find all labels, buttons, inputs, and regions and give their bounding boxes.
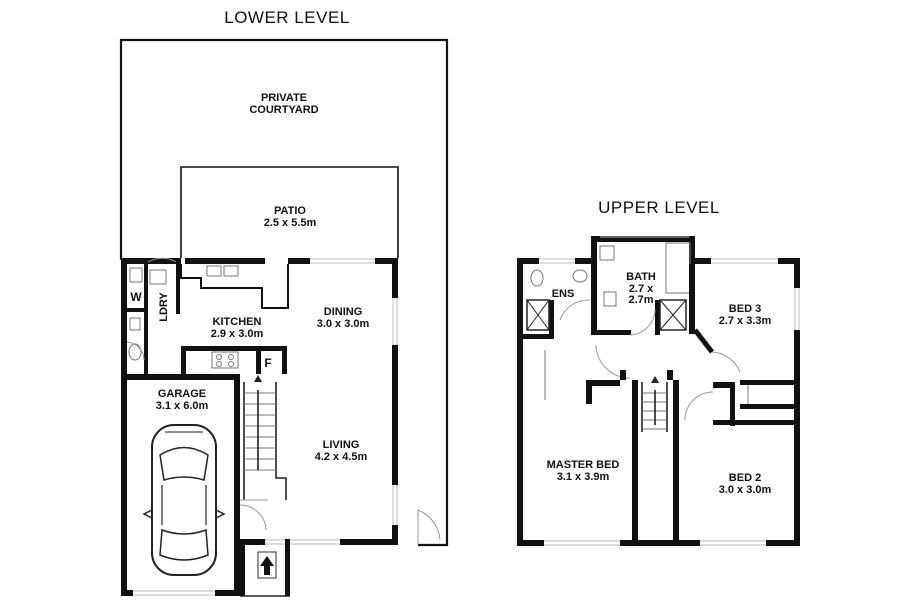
laundry-label: LDRY <box>158 292 170 322</box>
living-label: LIVING <box>323 439 360 451</box>
stairs-icon <box>641 376 668 432</box>
living-size: 4.2 x 4.5m <box>315 451 368 463</box>
patio-size: 2.5 x 5.5m <box>264 217 317 229</box>
courtyard-label-line1: PRIVATE <box>261 92 307 104</box>
fridge-label: F <box>264 356 271 370</box>
garage-size: 3.1 x 6.0m <box>156 400 209 412</box>
entry-arrow-icon <box>257 551 277 579</box>
bath-size-line1: 2.7 x <box>629 283 654 295</box>
bath-size-line2: 2.7m <box>628 294 653 306</box>
dining-label: DINING <box>324 306 363 318</box>
kitchen-label: KITCHEN <box>213 316 262 328</box>
lower-level-title: LOWER LEVEL <box>224 8 350 27</box>
bed2-size: 3.0 x 3.0m <box>719 484 772 496</box>
stairs-icon <box>243 375 287 500</box>
shower-icon <box>526 299 550 331</box>
master-bed-label: MASTER BED <box>547 459 620 471</box>
bed3-size: 2.7 x 3.3m <box>719 315 772 327</box>
ensuite-label: ENS <box>552 288 575 300</box>
courtyard-label-line2: COURTYARD <box>249 104 318 116</box>
bed2-label: BED 2 <box>729 472 761 484</box>
car-icon <box>142 424 226 576</box>
bath-label: BATH <box>626 271 656 283</box>
bed3-label: BED 3 <box>729 303 761 315</box>
patio-label: PATIO <box>274 205 306 217</box>
dining-size: 3.0 x 3.0m <box>317 318 370 330</box>
wc-label: W <box>130 290 142 304</box>
master-bed-size: 3.1 x 3.9m <box>557 471 610 483</box>
garage-label: GARAGE <box>158 388 206 400</box>
upper-level-plan: UPPER LEVEL ENS <box>517 198 800 546</box>
lower-level-plan: LOWER LEVEL PRIVATE COURTYARD PATIO 2.5 … <box>119 8 449 597</box>
kitchen-size: 2.9 x 3.0m <box>211 328 264 340</box>
shower-icon <box>659 299 687 331</box>
upper-level-title: UPPER LEVEL <box>598 198 720 217</box>
